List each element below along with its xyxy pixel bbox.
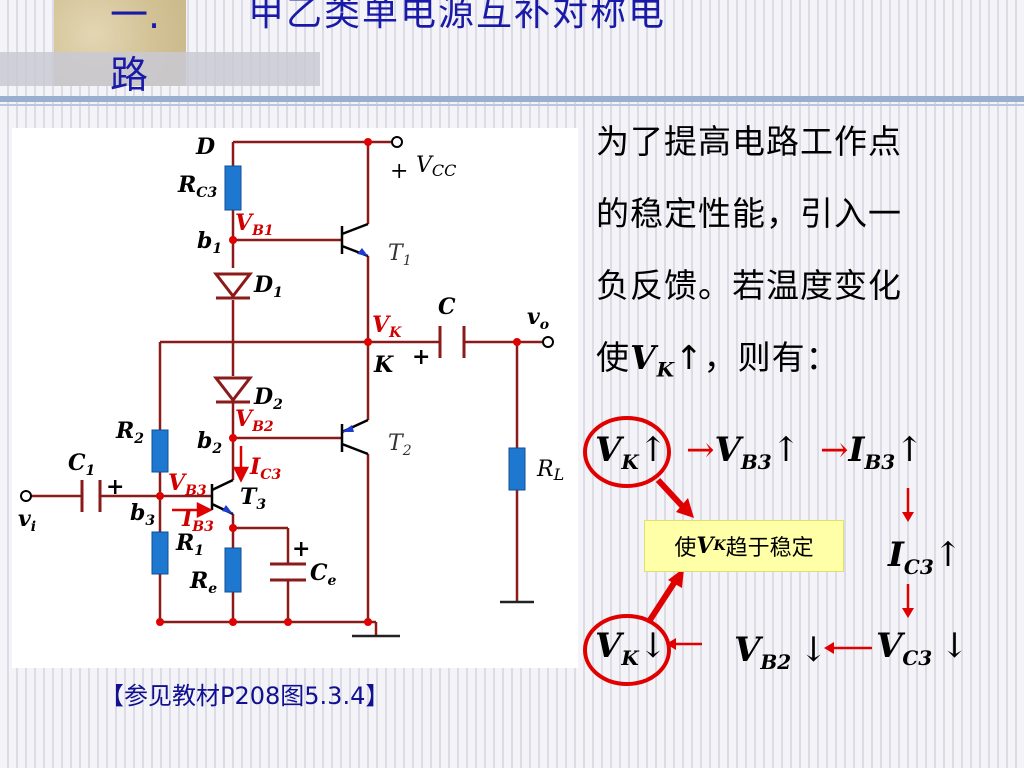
label-r2: R2 <box>115 418 144 447</box>
label-t3: T3 <box>240 484 266 513</box>
title-wrap-char: 路 <box>110 53 149 97</box>
highlight-circle-vk-up <box>583 416 671 488</box>
flow-ib3-up: →IB3↑ <box>820 430 924 474</box>
label-c-plus: + <box>412 344 430 370</box>
textbook-reference: 【参见教材P208图5.3.4】 <box>100 682 390 710</box>
terminal-vcc <box>391 136 403 148</box>
label-vb1: VB1 <box>235 210 274 239</box>
circuit-panel: D RC3 VB1 b1 D1 T1 + VCC C vo VK K + D2 … <box>12 128 578 668</box>
arrow-to-stable <box>655 477 687 511</box>
diodes <box>212 272 254 404</box>
label-ib3: IB3 <box>181 506 214 535</box>
label-b3: b3 <box>130 500 155 529</box>
circuit-diagram: D RC3 VB1 b1 D1 T1 + VCC C vo VK K + D2 … <box>18 134 564 638</box>
label-vb2: VB2 <box>235 406 274 435</box>
label-vb3: VB3 <box>168 470 207 499</box>
label-ce: Ce <box>310 560 337 589</box>
resistor-re <box>224 547 242 593</box>
explanation-text: 为了提高电路工作点 的稳定性能，引入一 负反馈。若温度变化 使VK↑，则有： <box>596 106 1016 406</box>
circuit-wires <box>30 140 547 636</box>
label-ic3: IC3 <box>249 454 281 483</box>
resistor-rc3 <box>224 165 242 211</box>
feedback-flow-graphics <box>583 416 914 686</box>
title-decor-bar <box>0 52 320 86</box>
header-rule-thin <box>0 104 1024 106</box>
label-t1: T1 <box>388 241 412 269</box>
label-c: C <box>438 294 456 320</box>
label-vcc: VCC <box>416 153 456 180</box>
label-ce-plus: + <box>292 536 310 562</box>
diode-d2 <box>212 376 254 403</box>
terminals <box>20 136 554 502</box>
title-number: 一. <box>110 0 161 37</box>
terminal-vi <box>20 490 32 502</box>
label-r1: R1 <box>175 530 204 559</box>
flow-vc3-down: VC3↓ <box>876 626 969 670</box>
highlight-circle-vk-down <box>583 614 671 686</box>
flow-vb2-down: VB2↓ <box>734 630 828 674</box>
capacitors <box>80 326 466 582</box>
slide-title: 甲乙类单电源互补对称电 <box>248 0 667 34</box>
label-d1: D1 <box>253 272 283 301</box>
label-d2: D2 <box>253 384 283 413</box>
diode-d1 <box>212 272 254 299</box>
label-d: D <box>195 134 215 160</box>
emitter-arrows <box>222 248 368 514</box>
node-dots <box>156 138 521 626</box>
resistor-r2 <box>151 429 169 473</box>
arrow-from-stable <box>647 578 679 622</box>
explanation-line: 为了提高电路工作点 <box>596 122 902 161</box>
flow-ic3-up: IC3↑ <box>888 535 963 579</box>
label-re: Re <box>189 568 217 597</box>
label-c1: C1 <box>68 450 95 479</box>
flow-vb3-up: →VB3↑ <box>686 430 801 474</box>
label-vi: vi <box>18 506 36 535</box>
resistor-rl <box>508 447 526 491</box>
explanation-line: 负反馈。若温度变化 <box>596 266 902 305</box>
label-vo: vo <box>527 304 549 333</box>
label-t2: T2 <box>388 431 412 459</box>
flow-vk-down: VK↓ <box>595 626 668 670</box>
label-k: K <box>373 352 394 378</box>
terminal-vo <box>542 336 554 348</box>
label-vk: VK <box>372 312 402 341</box>
explanation-line: 使VK↑，则有： <box>596 338 840 382</box>
label-rl: RL <box>536 457 564 484</box>
label-b2: b2 <box>197 428 222 457</box>
explanation-line: 的稳定性能，引入一 <box>596 194 902 233</box>
label-vcc-plus: + <box>390 159 408 184</box>
resistor-r1 <box>151 531 169 575</box>
resistors <box>151 165 526 593</box>
label-b1: b1 <box>197 228 222 257</box>
header-rule <box>0 96 1024 102</box>
ground-symbols <box>352 600 534 638</box>
flow-vk-up: VK↑ <box>595 430 668 474</box>
current-arrows <box>172 446 250 519</box>
label-rc3: RC3 <box>177 172 217 201</box>
label-c1-plus: + <box>106 474 124 500</box>
